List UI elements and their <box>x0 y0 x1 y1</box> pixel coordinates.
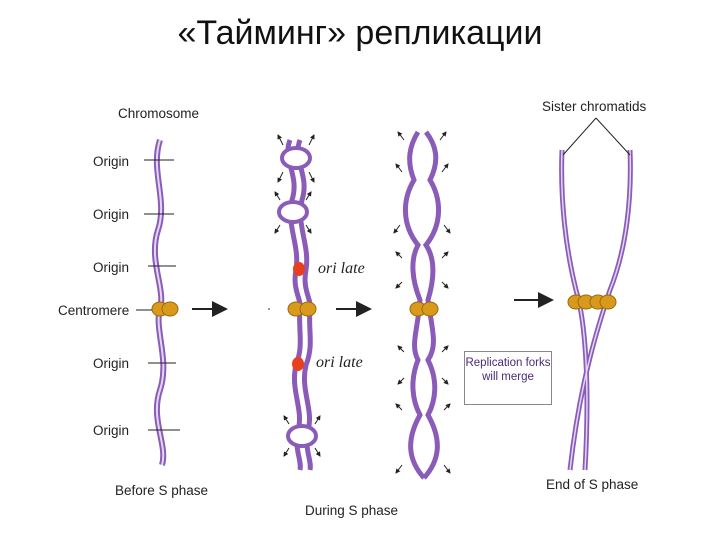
slide-title: «Тайминг» репликации <box>177 14 543 52</box>
late-origin-marker-upper <box>293 262 305 276</box>
replication-bubbles-early <box>277 146 318 448</box>
centromere-label: Centromere <box>58 303 129 318</box>
centromere-early-s <box>287 301 317 317</box>
centromere-late-s <box>409 301 439 317</box>
sister-chromatids <box>559 149 633 471</box>
fork-arrows-early <box>274 134 321 457</box>
before-s-phase-label: Before S phase <box>115 483 208 498</box>
sister-chromatid-pointers <box>562 117 631 156</box>
during-s-phase-label: During S phase <box>305 503 398 518</box>
origin-label-5: Origin <box>93 423 129 438</box>
origin-label-2: Origin <box>93 207 129 222</box>
centromere-before <box>151 301 179 317</box>
origin-label-4: Origin <box>93 356 129 371</box>
ori-late-label-lower: ori late <box>316 354 363 371</box>
chromosome-late-s <box>402 130 442 480</box>
chromosome-label: Chromosome <box>118 106 199 121</box>
fork-arrows-late <box>393 131 451 474</box>
centromere-end <box>567 294 617 310</box>
origin-label-1: Origin <box>93 154 129 169</box>
ori-late-label-upper: ori late <box>318 260 365 277</box>
late-origin-marker-lower <box>292 357 304 371</box>
origin-ticks <box>136 159 180 431</box>
sister-chromatid-highlight <box>560 149 632 471</box>
end-s-phase-label: End of S phase <box>546 477 638 492</box>
origin-label-3: Origin <box>93 260 129 275</box>
replication-note-box: Replication forks will merge <box>464 351 552 405</box>
sister-chromatids-label: Sister chromatids <box>542 99 647 114</box>
